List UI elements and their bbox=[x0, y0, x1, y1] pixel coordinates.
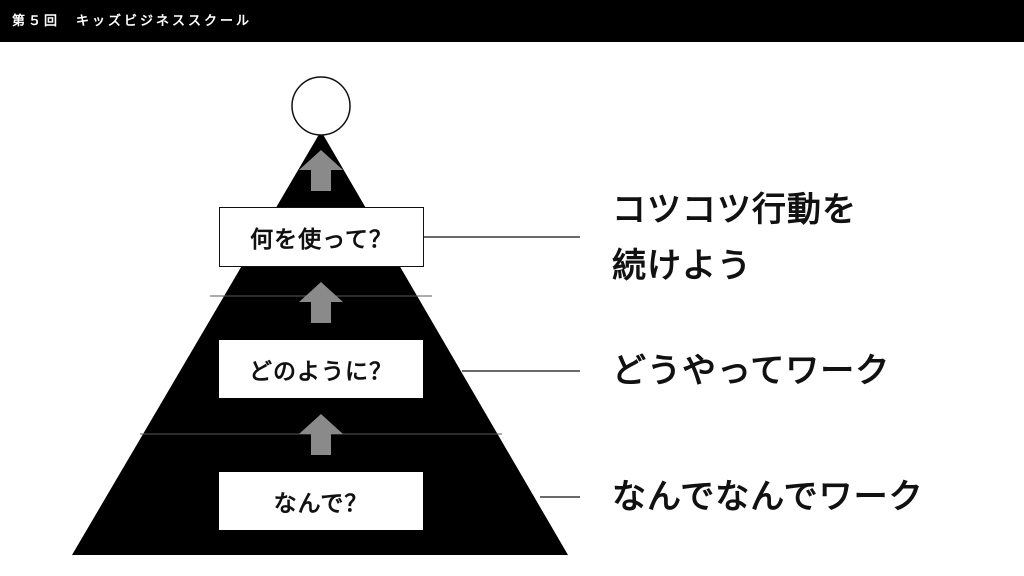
pyramid-label-top-text: 何を使って？ bbox=[250, 227, 393, 253]
side-label-bottom: なんでなんでワーク bbox=[612, 477, 924, 517]
side-label-top: コツコツ行動を 続けよう bbox=[612, 182, 857, 294]
pyramid-label-middle-text: どのように？ bbox=[249, 359, 393, 385]
header-bar: 第５回 キッズビジネススクール bbox=[0, 0, 1024, 42]
pyramid-label-top: 何を使って？ bbox=[219, 207, 424, 267]
apex-circle bbox=[291, 76, 351, 136]
pyramid-label-bottom: なんで？ bbox=[219, 472, 423, 530]
up-arrow-icon bbox=[299, 150, 343, 191]
side-label-middle: どうやってワーク bbox=[612, 351, 891, 391]
pyramid-label-bottom-text: なんで？ bbox=[273, 491, 369, 517]
up-arrow-icon bbox=[299, 414, 343, 455]
pyramid-label-middle: どのように？ bbox=[219, 340, 423, 398]
header-title: 第５回 キッズビジネススクール bbox=[12, 14, 253, 29]
side-label-top-line1: コツコツ行動を bbox=[612, 190, 857, 230]
side-label-top-line2: 続けよう bbox=[612, 246, 752, 286]
up-arrow-icon bbox=[299, 282, 343, 323]
